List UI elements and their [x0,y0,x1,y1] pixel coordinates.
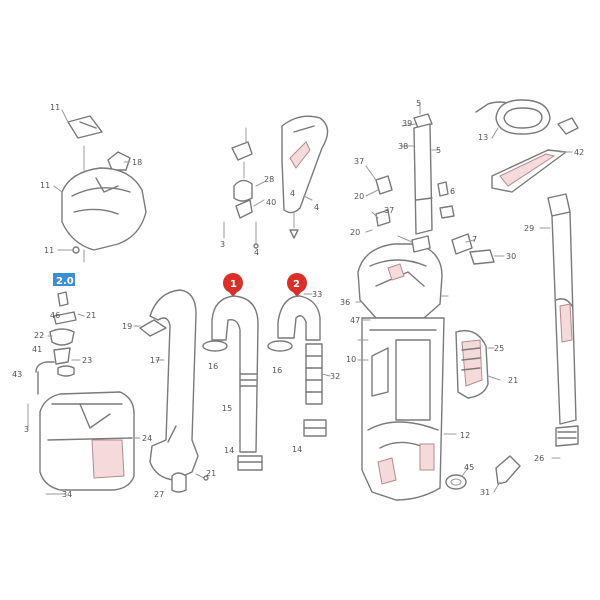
label-5: 5 [436,146,441,155]
label-4: 4 [314,203,319,212]
label-31: 31 [480,488,490,497]
part-wheel-45 [445,474,467,490]
leader-lines [47,109,573,493]
badge-background [53,273,75,286]
label-4: 4 [254,248,259,257]
label-23: 23 [82,356,92,365]
part-lid-assembly [61,115,147,263]
label-4: 4 [290,189,295,198]
label-40: 40 [266,198,276,207]
label-18: 18 [132,158,142,167]
part-handle-4 [281,115,329,239]
label-32: 32 [330,372,340,381]
marker-2: 2 [287,273,307,297]
label-10: 10 [346,355,356,364]
label-15: 15 [222,404,232,413]
label-26: 26 [534,454,544,463]
part-labels: 11 18 11 11 46 21 22 41 23 43 3 24 34 19… [12,99,584,499]
label-20: 20 [350,228,360,237]
label-16: 16 [208,362,218,371]
label-43: 43 [12,370,22,379]
part-cover-31 [495,455,521,485]
label-3: 3 [220,240,225,249]
label-3: 3 [24,425,29,434]
label-6: 6 [450,187,455,196]
label-7: 7 [472,235,477,244]
label-11: 11 [50,103,60,112]
part-hose-15 [202,295,263,471]
label-11: 11 [40,181,50,190]
part-grille-25 [455,329,501,399]
label-29: 29 [524,224,534,233]
label-22: 22 [34,331,44,340]
label-33: 33 [312,290,322,299]
label-13: 13 [478,133,488,142]
label-30: 30 [506,252,516,261]
badge-text: 2.0 [56,276,74,287]
part-main-housing [357,243,449,501]
label-37: 37 [354,157,364,166]
label-45: 45 [464,463,474,472]
label-34: 34 [62,490,72,499]
label-5: 5 [416,99,421,108]
part-tube-26 [547,193,579,459]
section-badge: 2.0 [53,273,75,287]
label-17: 17 [150,356,160,365]
marker-1: 1 [223,273,243,297]
label-42: 42 [574,148,584,157]
part-pipe-17 [139,289,209,493]
label-11: 11 [44,246,54,255]
label-24: 24 [142,434,152,443]
label-21: 21 [86,311,96,320]
label-37: 37 [384,206,394,215]
label-39: 39 [402,119,412,128]
marker-2-text: 2 [293,279,300,290]
label-36: 36 [340,298,350,307]
part-filter-and-tank [27,291,135,495]
label-16: 16 [272,366,282,375]
part-upper-tube [375,101,495,265]
label-19: 19 [122,322,132,331]
part-latch-assembly [223,127,299,249]
label-28: 28 [264,175,274,184]
label-14: 14 [224,446,234,455]
label-21: 21 [206,469,216,478]
part-cloth-42 [491,149,567,193]
label-12: 12 [460,431,470,440]
label-21: 21 [508,376,518,385]
part-hose-32 [267,295,327,437]
label-14: 14 [292,445,302,454]
part-cable-13 [475,99,579,135]
label-20: 20 [354,192,364,201]
label-38: 38 [398,142,408,151]
label-47: 47 [350,316,360,325]
label-25: 25 [494,344,504,353]
label-27: 27 [154,490,164,499]
label-41: 41 [32,345,42,354]
marker-1-text: 1 [230,279,237,290]
label-46: 46 [50,311,60,320]
